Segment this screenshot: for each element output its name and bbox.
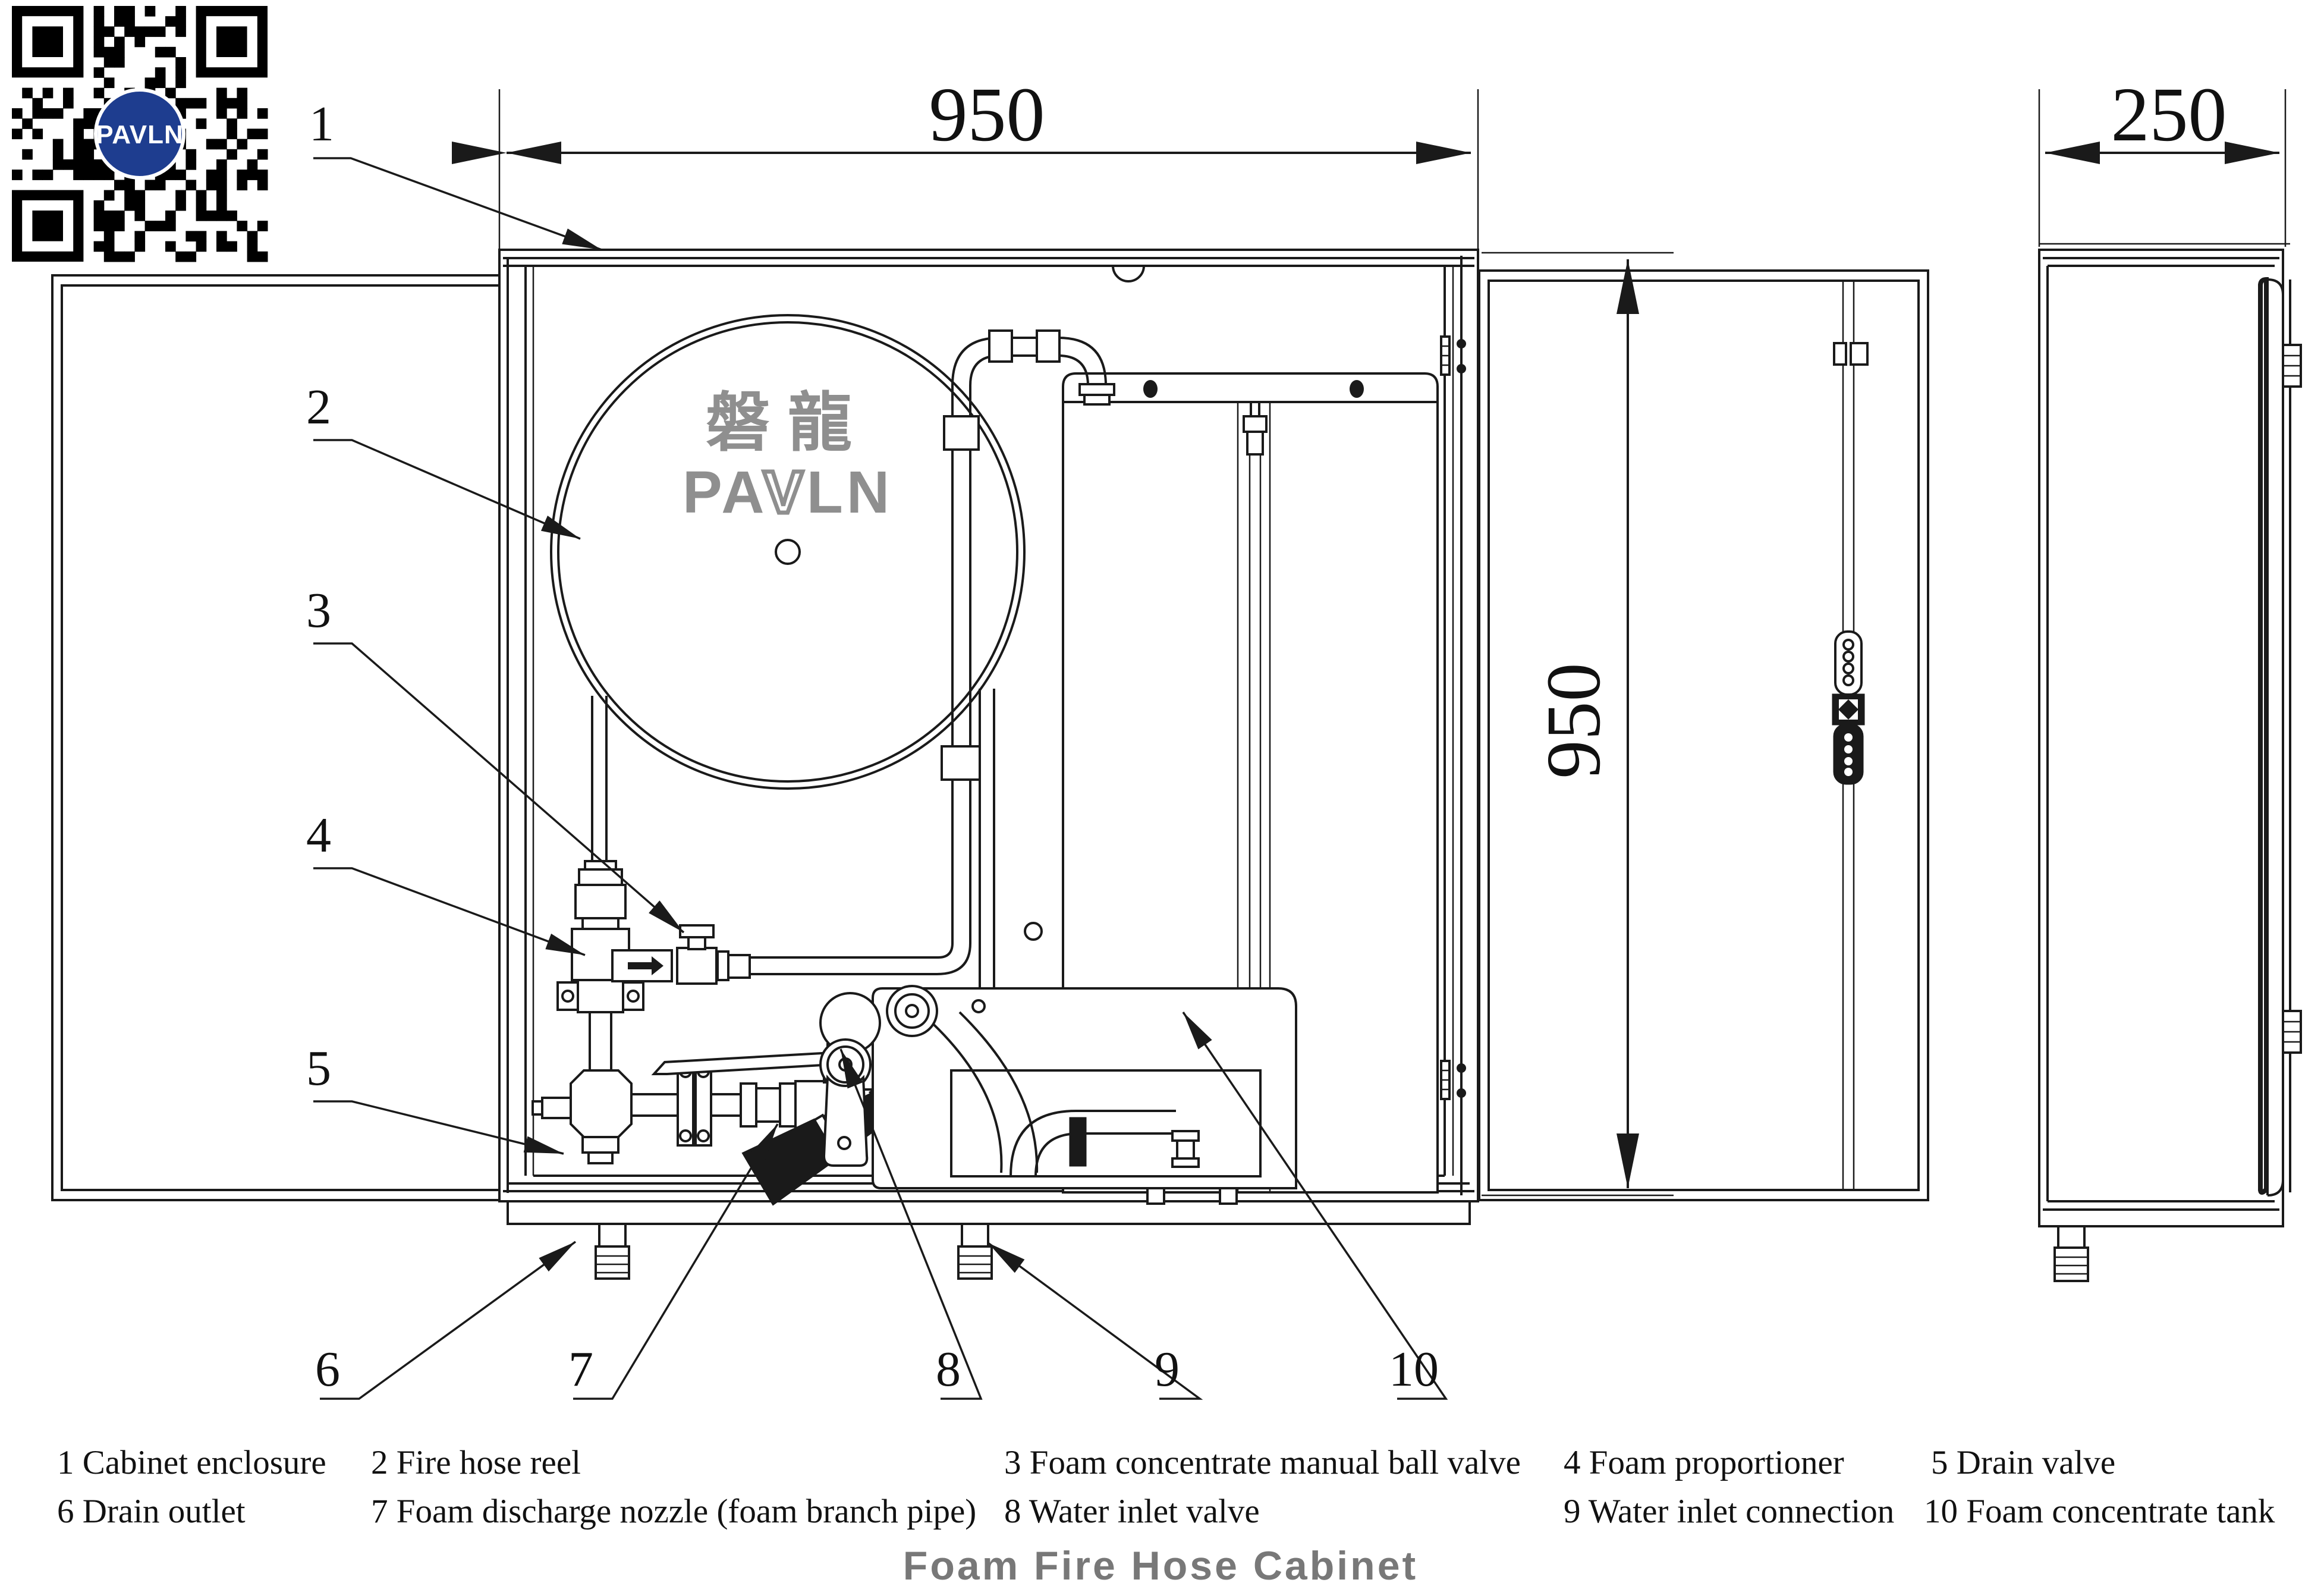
riser-union <box>943 415 980 451</box>
reel-hub <box>775 539 801 565</box>
dimension-front-width: 950 <box>452 72 1479 249</box>
foam-concentrate-branch <box>611 924 938 985</box>
legend-item-3: 3 Foam concentrate manual ball valve <box>1004 1444 1521 1481</box>
callout-6: 6 <box>315 1342 340 1397</box>
legend-item-5: 5 Drain valve <box>1931 1444 2115 1481</box>
callout-2: 2 <box>306 379 331 435</box>
callout-4: 4 <box>306 808 331 863</box>
qr-modules <box>12 6 268 262</box>
callout-9: 9 <box>1155 1342 1180 1397</box>
fire-hose-reel: 磐龍 PAVLN <box>550 314 1026 790</box>
right-door-hinge-bottom <box>1440 1060 1466 1100</box>
back-panel-hole <box>1024 922 1043 941</box>
reel-cjk-logo: 磐龍 <box>706 386 870 460</box>
tank-inlet-fitting <box>1078 383 1115 406</box>
side-hinge-top <box>2282 344 2302 388</box>
callout-10: 10 <box>1389 1342 1439 1397</box>
pipe-flange <box>556 979 644 1013</box>
tee-fitting <box>570 1069 633 1138</box>
door-lock-latch <box>1832 630 1865 785</box>
legend-item-10: 10 Foam concentrate tank <box>1924 1493 2275 1530</box>
legend-item-1: 1 Cabinet enclosure <box>57 1444 326 1481</box>
legend-item-9: 9 Water inlet connection <box>1564 1493 1894 1530</box>
left-door <box>51 274 536 1201</box>
qr-logo-text: PAVLN <box>96 120 184 149</box>
upper-roller <box>886 985 938 1037</box>
legend-item-2: 2 Fire hose reel <box>371 1444 581 1481</box>
water-inlet-connection <box>957 1223 993 1280</box>
legend: 1 Cabinet enclosure 2 Fire hose reel 3 F… <box>57 1444 2275 1530</box>
page-title: Foam Fire Hose Cabinet <box>903 1543 1418 1588</box>
callout-leaders <box>313 157 1448 1400</box>
reel-support-legs <box>591 689 995 988</box>
reel-mount-bracket <box>819 985 1297 1205</box>
side-door-edge <box>2258 277 2291 1197</box>
dimension-front-height: 950 <box>1482 252 1674 1197</box>
dimension-side-depth: 250 <box>2038 72 2287 247</box>
legend-item-4: 4 Foam proportioner <box>1564 1444 1844 1481</box>
qr-logo-badge <box>94 88 185 180</box>
dim-front-height-value: 950 <box>1531 663 1617 779</box>
callout-8: 8 <box>936 1342 961 1397</box>
dim-side-depth-value: 250 <box>2111 72 2227 158</box>
legend-item-7: 7 Foam discharge nozzle (foam branch pip… <box>371 1493 976 1530</box>
legend-item-6: 6 Drain outlet <box>57 1493 246 1530</box>
riser-lower-union <box>941 745 981 781</box>
side-drain-outlet <box>2053 1225 2089 1282</box>
reel-brand-text: PAVLN <box>683 459 893 526</box>
callout-3: 3 <box>306 583 331 638</box>
bracket-bolt <box>1171 1130 1200 1168</box>
right-door-hinge-top <box>1440 335 1466 376</box>
bracket-window <box>950 1069 1262 1177</box>
mounting-notch <box>1112 265 1145 282</box>
side-hinge-bottom <box>2282 1010 2302 1054</box>
side-view <box>2038 243 2302 1282</box>
dim-front-width-value: 950 <box>929 72 1045 158</box>
tank-feed-pipe <box>936 329 1115 975</box>
drain-valve <box>532 1097 619 1164</box>
callout-5: 5 <box>306 1041 331 1096</box>
callout-numbers: 1 2 3 4 5 6 7 8 9 10 <box>306 96 1439 1397</box>
foam-concentrate-ball-valve <box>676 924 718 985</box>
legend-item-8: 8 Water inlet valve <box>1004 1493 1260 1530</box>
right-door <box>1440 269 1929 1201</box>
callout-7: 7 <box>568 1342 593 1397</box>
qr-code: PAVLN <box>12 6 268 262</box>
callout-1: 1 <box>309 96 334 152</box>
drain-outlet-left <box>595 1223 630 1280</box>
